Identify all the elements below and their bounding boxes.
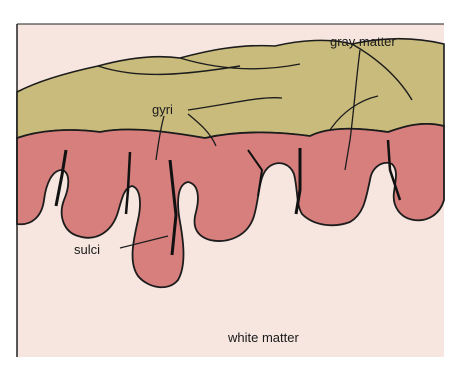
sulci-label: sulci bbox=[74, 242, 100, 257]
gyri-label: gyri bbox=[152, 102, 173, 117]
gray-matter-label: gray matter bbox=[330, 34, 396, 49]
white-matter-label: white matter bbox=[227, 330, 299, 345]
